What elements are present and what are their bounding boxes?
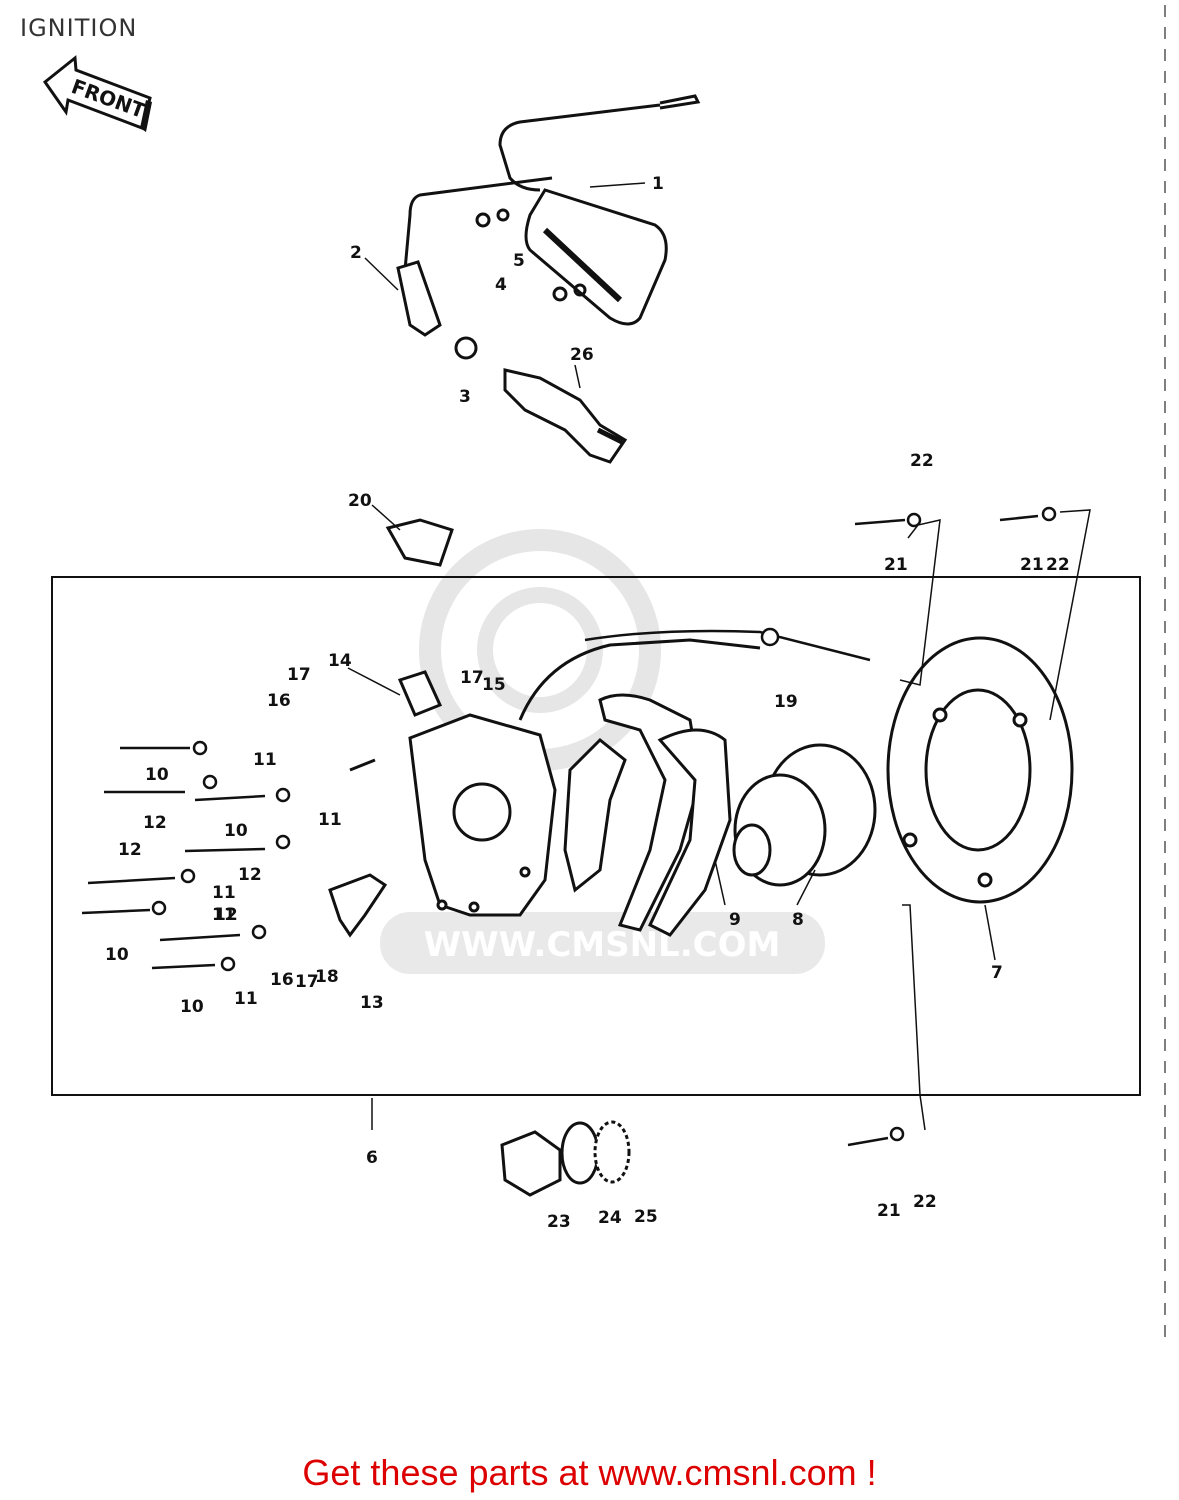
- callout-21: 21: [877, 1201, 901, 1221]
- callout-14: 14: [328, 651, 352, 671]
- callout-5: 5: [513, 251, 525, 271]
- callout-10: 10: [145, 765, 169, 785]
- page-title: IGNITION: [20, 14, 138, 42]
- rotor: [732, 743, 877, 887]
- callout-12: 12: [238, 865, 262, 885]
- callout-18: 18: [315, 967, 339, 987]
- callout-10: 10: [180, 997, 204, 1017]
- callout-12: 12: [143, 813, 167, 833]
- callout-13: 13: [360, 993, 384, 1013]
- callout-22: 22: [1046, 555, 1070, 575]
- callout-23: 23: [547, 1212, 571, 1232]
- callout-15: 15: [482, 675, 506, 695]
- callout-9: 9: [729, 910, 741, 930]
- callout-17: 17: [287, 665, 311, 685]
- nut-washer-gear: [500, 1120, 631, 1197]
- callout-2: 2: [350, 243, 362, 263]
- callout-11: 11: [234, 989, 258, 1009]
- callout-17: 17: [460, 668, 484, 688]
- callout-21: 21: [1020, 555, 1044, 575]
- callout-10: 10: [105, 945, 129, 965]
- assembly-frame: [51, 576, 1141, 1096]
- callout-20: 20: [348, 491, 372, 511]
- cover-part-20: [385, 518, 454, 567]
- callout-19: 19: [774, 692, 798, 712]
- leader-lines: [347, 182, 1091, 1131]
- front-arrow-icon: FRONT: [42, 55, 152, 132]
- callout-1: 1: [652, 174, 664, 194]
- cmsnl-parts-link[interactable]: Get these parts at www.cmsnl.com !: [302, 1452, 877, 1493]
- callout-21: 21: [884, 555, 908, 575]
- stator-base-plate: [408, 713, 557, 917]
- callout-17: 17: [295, 972, 319, 992]
- callout-24: 24: [598, 1208, 622, 1228]
- spark-plug-assembly: [396, 260, 628, 464]
- screws: [81, 506, 1057, 1147]
- callout-10: 10: [224, 821, 248, 841]
- watermark-text: WWW.CMSNL.COM: [424, 925, 781, 965]
- ignition-coil: [403, 94, 701, 326]
- callout-3: 3: [459, 387, 471, 407]
- callout-11: 11: [212, 905, 236, 925]
- callout-4: 4: [495, 275, 507, 295]
- callout-25: 25: [634, 1207, 658, 1227]
- callout-22: 22: [910, 451, 934, 471]
- condenser-and-breaker: [328, 670, 443, 938]
- cmsnl-watermark: WWW.CMSNL.COM: [380, 529, 825, 974]
- wire-19: [584, 627, 871, 662]
- callout-12: 12: [118, 840, 142, 860]
- callout-7: 7: [991, 963, 1003, 983]
- callout-12: 12: [214, 905, 238, 925]
- callout-11: 11: [253, 750, 277, 770]
- callout-8: 8: [792, 910, 804, 930]
- callout-22: 22: [913, 1192, 937, 1212]
- callout-6: 6: [366, 1148, 378, 1168]
- callout-labels: 1 2 3 4 5 26 20 22 21 21 22 14 17 16 17 …: [105, 174, 1070, 1232]
- coil-assembly: [518, 638, 761, 937]
- callout-26: 26: [570, 345, 594, 365]
- callout-11: 11: [212, 883, 236, 903]
- callout-16: 16: [267, 691, 291, 711]
- callout-16: 16: [270, 970, 294, 990]
- callout-11: 11: [318, 810, 342, 830]
- backing-plate: [886, 636, 1074, 904]
